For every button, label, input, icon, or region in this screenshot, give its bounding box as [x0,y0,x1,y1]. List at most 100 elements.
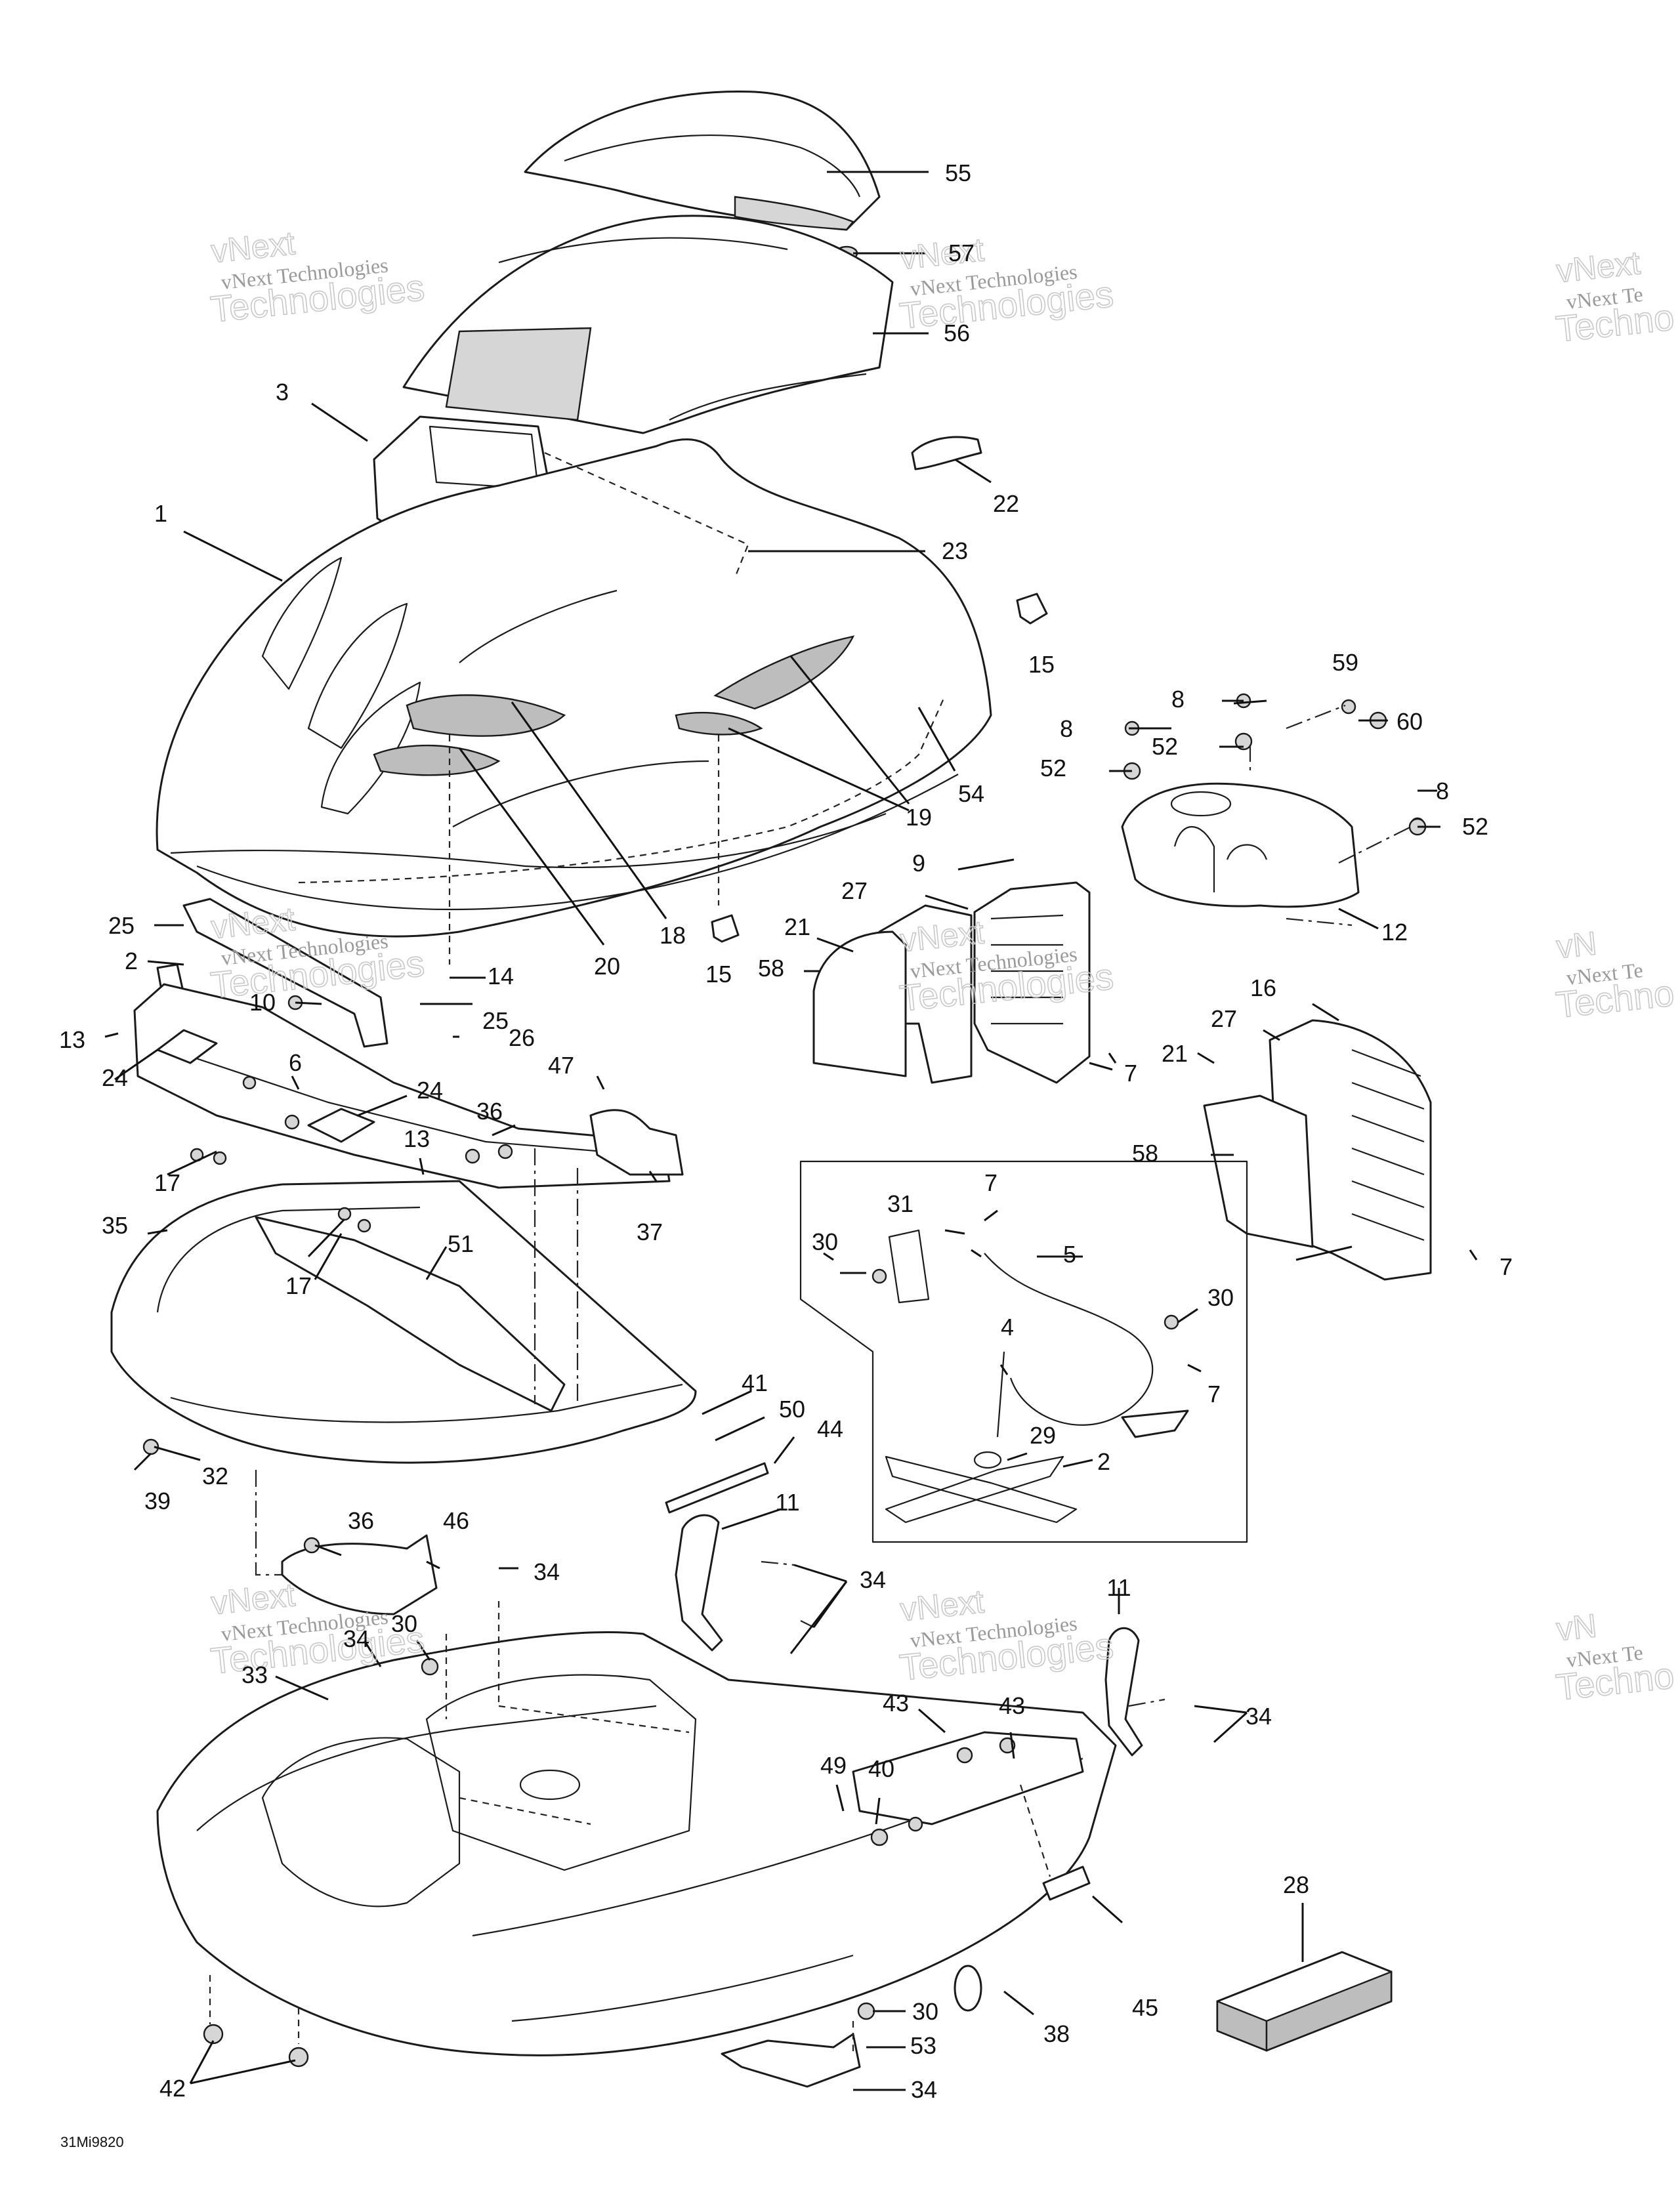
callout-26: 26 [509,1024,535,1051]
callout-15: 15 [1028,651,1055,678]
callout-54: 54 [958,780,984,807]
callout-51: 51 [448,1230,474,1257]
callout-49: 49 [820,1752,847,1779]
callout-36: 36 [348,1507,374,1534]
part-hood-decal [524,91,881,231]
callout-16: 16 [1250,974,1276,1001]
callout-5: 5 [1063,1241,1076,1268]
callout-53: 53 [910,2032,936,2059]
callout-32: 32 [202,1463,228,1489]
callout-37: 37 [637,1218,663,1245]
callout-10: 10 [249,989,276,1016]
callout-14: 14 [488,963,514,989]
callout-7: 7 [1208,1381,1221,1407]
callout-30: 30 [812,1228,838,1255]
callout-4: 4 [1001,1314,1014,1341]
callout-34: 34 [860,1566,886,1593]
callout-30: 30 [912,1998,938,2025]
callout-9: 9 [912,850,925,877]
leader-lines [104,171,1478,2091]
callout-2: 2 [125,948,138,974]
callout-11: 11 [775,1489,799,1516]
callout-42: 42 [159,2075,186,2102]
callout-8: 8 [1060,715,1073,742]
callout-45: 45 [1132,1994,1158,2021]
callout-24: 24 [102,1064,128,1091]
callout-59: 59 [1332,649,1358,676]
callout-17: 17 [154,1169,180,1196]
callout-52: 52 [1462,813,1488,840]
callout-40: 40 [868,1755,894,1782]
callout-34: 34 [343,1625,369,1652]
callout-18: 18 [660,922,686,949]
callout-34: 34 [534,1558,560,1585]
callout-39: 39 [144,1488,171,1514]
callout-25: 25 [482,1007,509,1034]
callout-31: 31 [887,1190,914,1217]
callout-27: 27 [1211,1005,1237,1032]
callout-7: 7 [1500,1253,1513,1280]
callout-36: 36 [476,1098,503,1125]
inset-cable-assembly [799,1160,1248,1543]
callout-30: 30 [1208,1284,1234,1311]
callout-46: 46 [443,1507,469,1534]
callout-60: 60 [1396,708,1423,735]
callout-3: 3 [276,379,289,406]
callout-21: 21 [1162,1040,1188,1067]
callout-43: 43 [883,1690,909,1717]
callout-13: 13 [59,1026,85,1053]
callout-6: 6 [289,1049,302,1076]
watermark-line1: vNext [209,1576,297,1621]
callout-17: 17 [285,1272,312,1299]
part-lower-hull [156,1631,1117,2056]
callout-58: 58 [758,955,784,982]
callout-23: 23 [942,537,968,564]
watermark-line1: vNext [209,900,297,946]
callout-11: 11 [1106,1574,1131,1601]
callout-52: 52 [1040,755,1066,781]
callout-1: 1 [154,500,167,527]
callout-27: 27 [841,877,868,904]
callout-29: 29 [1030,1422,1056,1449]
callout-38: 38 [1043,2020,1070,2047]
part-console-cover [402,215,894,434]
callout-41: 41 [742,1369,768,1396]
watermark-line1: vNext [1555,244,1642,289]
callout-50: 50 [779,1396,805,1423]
callout-25: 25 [108,912,135,939]
callout-34: 34 [1246,1703,1272,1730]
callout-22: 22 [993,490,1019,517]
callout-35: 35 [102,1212,128,1239]
watermark-line1: vNext [209,224,297,270]
callout-30: 30 [391,1610,417,1637]
callout-2: 2 [1097,1448,1110,1475]
watermark-line1: vNext [898,913,986,959]
callout-24: 24 [417,1077,443,1104]
callout-7: 7 [1124,1060,1137,1087]
callout-55: 55 [945,159,971,186]
callout-43: 43 [999,1692,1025,1719]
callout-7: 7 [984,1169,998,1196]
callout-57: 57 [948,240,975,266]
callout-15: 15 [705,961,732,988]
callout-44: 44 [817,1415,843,1442]
part-upper-body [156,438,992,938]
watermark-line1: vN [1555,1607,1599,1648]
callout-58: 58 [1132,1140,1158,1167]
callout-20: 20 [594,953,620,980]
callout-19: 19 [906,804,932,831]
callout-47: 47 [548,1052,574,1079]
part-drawings [110,91,1432,2088]
callout-21: 21 [784,913,810,940]
part-insert-panel [1216,1951,1393,2052]
callout-33: 33 [242,1661,268,1688]
watermark-line1: vN [1555,925,1599,965]
callout-56: 56 [944,320,970,346]
